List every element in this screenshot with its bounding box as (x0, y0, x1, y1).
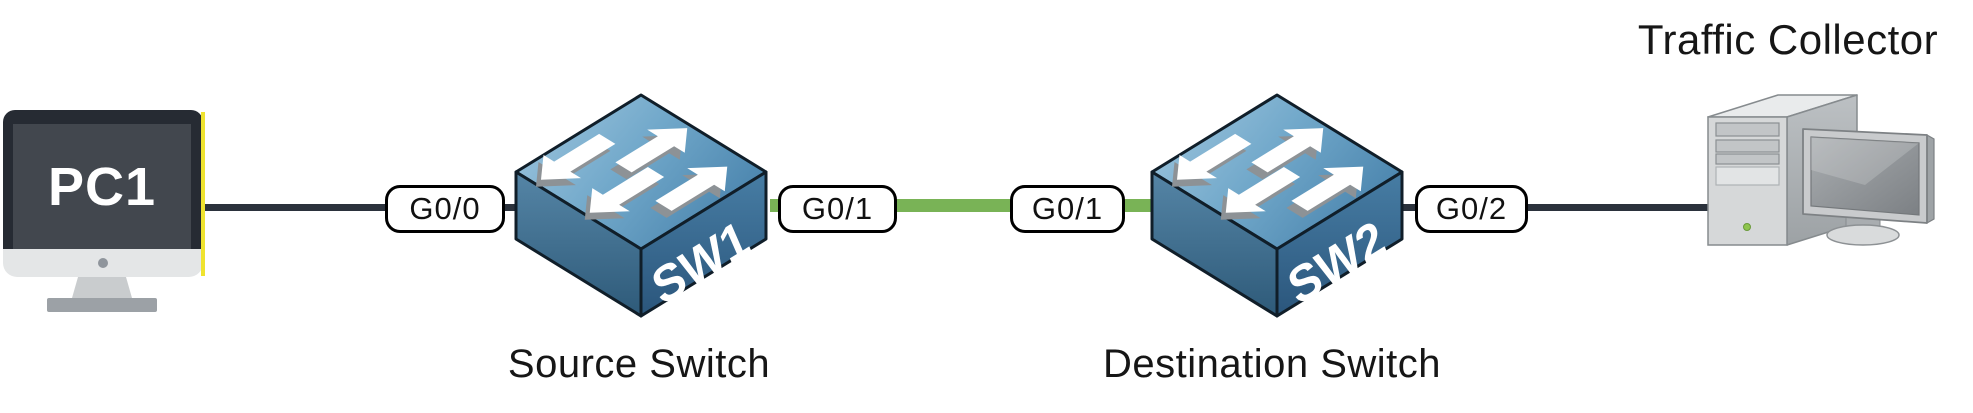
pc1-monitor-frame: PC1 (3, 110, 203, 249)
monitor-screen-sheen (1811, 137, 1919, 185)
pc1-node: PC1 (3, 110, 213, 315)
link-pc1-sw1 (198, 204, 520, 211)
sw2-right-face (1275, 170, 1404, 318)
link-sw2-collector (1400, 204, 1713, 211)
tower-power-led (1743, 223, 1751, 231)
pc1-stand-base (47, 298, 157, 312)
sw2-switch-icon: SW2 (1150, 93, 1404, 318)
sw2-caption: Destination Switch (1102, 342, 1442, 386)
pc1-stand-neck (72, 277, 132, 298)
port-label-text: G0/0 (409, 191, 481, 226)
tower-drive-bay (1715, 166, 1780, 186)
collector-icon (1707, 94, 1935, 246)
port-label-text: G0/1 (1031, 191, 1104, 226)
pc1-highlight-edge (201, 112, 205, 276)
sw1-switch-icon: SW1 (514, 93, 768, 318)
pc1-label: PC1 (47, 156, 157, 217)
monitor-base (1826, 224, 1900, 246)
monitor-side-edge (1926, 133, 1935, 225)
tower-drive-bay (1715, 122, 1780, 137)
port-label-text: G0/1 (801, 191, 874, 226)
pc1-chin-dot (98, 258, 108, 268)
port-label-text: G0/2 (1435, 191, 1508, 226)
port-label-sw1-g0-1: G0/1 (778, 185, 897, 233)
sw1-caption: Source Switch (507, 342, 771, 386)
pc1-screen: PC1 (13, 124, 191, 249)
port-label-sw2-g0-1: G0/1 (1010, 185, 1125, 233)
monitor-screen (1810, 136, 1920, 216)
tower-drive-bay (1715, 153, 1780, 165)
tower-drive-bay (1715, 139, 1780, 153)
port-label-sw2-g0-2: G0/2 (1415, 185, 1528, 233)
collector-caption: Traffic Collector (1637, 16, 1939, 63)
pc1-monitor-chin (3, 249, 203, 277)
sw1-right-face (639, 170, 768, 318)
port-label-sw1-g0-0: G0/0 (385, 185, 505, 233)
